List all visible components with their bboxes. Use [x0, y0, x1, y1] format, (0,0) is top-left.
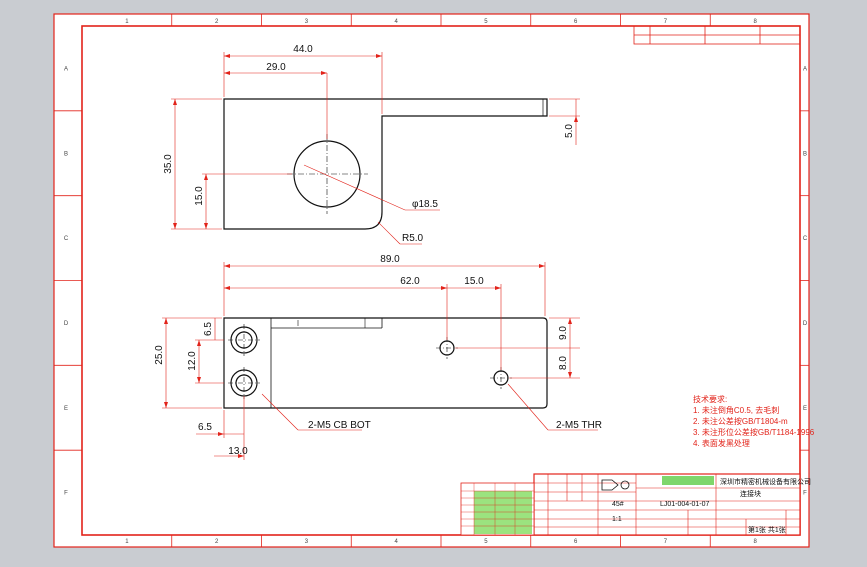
dim-radius: R5.0	[402, 233, 424, 244]
zone-row-label: B	[803, 151, 807, 157]
top-view-dimensions	[171, 52, 580, 245]
zone-row-label: E	[64, 406, 68, 412]
zone-row-label: A	[64, 66, 68, 72]
dim-cb-spacing: 12.0	[187, 351, 198, 371]
note-line-3: 3. 未注形位公差按GB/T1184-1996	[693, 427, 815, 437]
dim-hole1-x: 62.0	[400, 276, 420, 287]
top-view-dim-text: 44.0 29.0 35.0 15.0 5.0 φ18.5 R5.0	[163, 44, 575, 244]
zone-col-label: 3	[305, 539, 309, 545]
technical-notes: 技术要求: 1. 未注倒角C0.5, 去毛刺 2. 未注公差按GB/T1804-…	[693, 394, 815, 448]
dim-top-offset: 6.5	[203, 322, 214, 336]
zone-col-label: 3	[305, 19, 309, 25]
dim-hole-spacing-x: 15.0	[464, 276, 484, 287]
dim-cb-x: 6.5	[198, 422, 212, 433]
zone-row-label: F	[64, 491, 68, 497]
company-name: 深圳市精密机械设备有限公司	[720, 477, 811, 486]
note-line-4: 4. 表面发黑处理	[693, 438, 750, 448]
callout-cb: 2-M5 CB BOT	[308, 420, 371, 431]
drawing-number: LJ01-004-01-07	[660, 501, 710, 508]
zone-col-label: 8	[753, 539, 757, 545]
sheet-count: 第1张 共1张	[748, 525, 786, 534]
dim-height-front: 25.0	[154, 345, 165, 365]
note-line-2: 2. 未注公差按GB/T1804-m	[693, 416, 788, 426]
zone-col-label: 8	[753, 19, 757, 25]
dim-height: 35.0	[163, 154, 174, 174]
zone-col-label: 5	[484, 19, 488, 25]
dim-length: 89.0	[380, 254, 400, 265]
zone-col-label: 5	[484, 539, 488, 545]
dim-tab-height: 5.0	[564, 124, 575, 138]
zone-col-label: 7	[664, 539, 668, 545]
zone-row-label: E	[803, 406, 807, 412]
top-view-centerlines	[287, 134, 368, 214]
callout-thr: 2-M5 THR	[556, 420, 602, 431]
zone-col-label: 1	[125, 19, 129, 25]
dim-hole-spacing-y: 8.0	[558, 356, 569, 370]
front-view-centerlines	[228, 324, 512, 399]
zone-row-label: A	[803, 66, 807, 72]
paper	[53, 13, 810, 548]
zone-row-label: B	[64, 151, 68, 157]
top-view-outline	[223, 98, 548, 230]
zone-row-label: C	[803, 236, 808, 242]
parts-table	[460, 482, 535, 536]
part-name: 连接块	[740, 489, 761, 498]
dim-hole-x: 29.0	[266, 62, 286, 73]
zone-row-label: F	[803, 491, 807, 497]
zone-row-label: D	[803, 321, 808, 327]
front-view-outline	[223, 317, 548, 409]
large-hole	[293, 140, 361, 208]
dim-hole-y: 15.0	[194, 186, 205, 206]
zone-row-label: D	[64, 321, 69, 327]
front-view-arrows	[164, 264, 572, 458]
material: 45#	[612, 501, 624, 508]
revision-box	[633, 25, 801, 45]
zone-col-label: 7	[664, 19, 668, 25]
notes-title: 技术要求:	[693, 394, 727, 404]
zone-col-label: 4	[394, 19, 398, 25]
zone-col-label: 1	[125, 539, 129, 545]
top-view-arrows	[173, 54, 578, 229]
zone-col-label: 2	[215, 19, 219, 25]
zone-col-label: 6	[574, 539, 578, 545]
note-line-1: 1. 未注倒角C0.5, 去毛刺	[693, 405, 779, 415]
zone-row-label: C	[64, 236, 69, 242]
dim-hole-top: 9.0	[558, 326, 569, 340]
dim-width-total: 44.0	[293, 44, 313, 55]
dim-cb-x2: 13.0	[228, 446, 248, 457]
zone-col-label: 2	[215, 539, 219, 545]
title-block: 深圳市精密机械设备有限公司 连接块 LJ01-004-01-07 45# 1:1…	[533, 473, 811, 536]
top-view	[223, 98, 548, 230]
zone-col-label: 6	[574, 19, 578, 25]
dim-hole-dia: φ18.5	[412, 199, 438, 210]
zone-col-label: 4	[394, 539, 398, 545]
scale: 1:1	[612, 516, 622, 523]
front-view-dim-text: 89.0 62.0 15.0 25.0 6.5 12.0 9.0 8.0 6.5…	[154, 254, 602, 457]
